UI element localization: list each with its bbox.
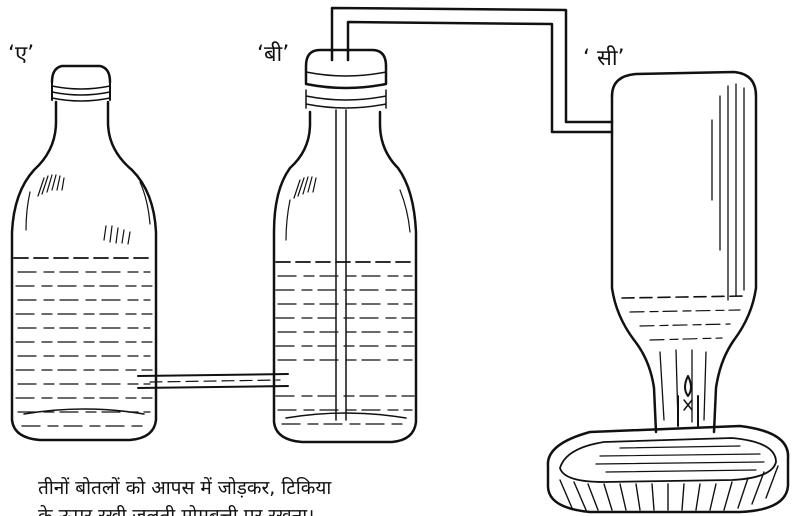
bottle-a (12, 66, 156, 440)
bottle-c (612, 72, 756, 432)
caption-line-2: के ऊपर रखी जलती मोमबत्ती पर रखना। (38, 502, 438, 516)
bottle-a-label: ‘ए’ (8, 44, 34, 66)
caption-line-1: तीनों बोतलों को आपस में जोड़कर, टिकिया (38, 474, 438, 502)
bottle-b-label: ‘बी’ (257, 44, 289, 66)
base-dish (548, 426, 788, 512)
bottle-b (274, 8, 612, 442)
tube-a-b (138, 374, 288, 388)
bottle-c-label: ‘ सी’ (583, 48, 625, 70)
caption: तीनों बोतलों को आपस में जोड़कर, टिकिया क… (38, 474, 438, 516)
